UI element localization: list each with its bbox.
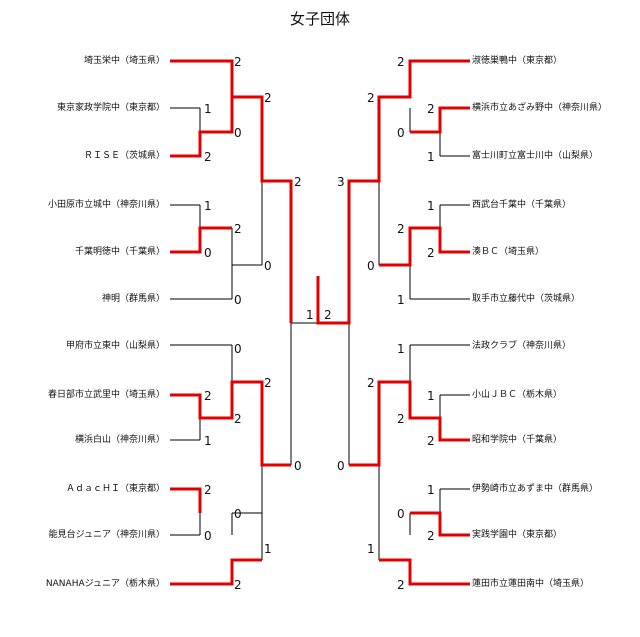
left-team-5: 千葉明徳中（千葉県） [74, 247, 165, 257]
score: 2 [397, 412, 405, 426]
score: 2 [397, 222, 405, 236]
left-team-8: 春日部市立武里中（埼玉県） [47, 390, 165, 400]
score: 1 [204, 102, 212, 116]
score: 2 [234, 55, 242, 69]
score: 2 [234, 222, 242, 236]
score: 2 [204, 150, 212, 164]
left-team-2: 東京家政学院中（東京都） [56, 103, 165, 113]
score: 1 [427, 483, 435, 497]
left-team-1: 埼玉栄中（埼玉県） [83, 56, 165, 66]
left-team-9: 横浜白山（神奈川県） [74, 435, 165, 445]
score: 1 [427, 389, 435, 403]
right-team-9: 昭和学院中（千葉県） [472, 435, 563, 445]
right-team-6: 取手市立藤代中（茨城県） [472, 294, 581, 304]
score: 2 [427, 434, 435, 448]
right-team-10: 伊勢崎市立あずま中（群馬県） [472, 484, 599, 494]
score: 0 [294, 459, 302, 473]
score: 2 [264, 376, 272, 390]
score: 0 [234, 507, 242, 521]
score: 2 [367, 91, 375, 105]
score: 1 [397, 342, 405, 356]
score: 0 [397, 126, 405, 140]
score: 1 [427, 150, 435, 164]
right-team-3: 富士川町立富士川中（山梨県） [472, 151, 599, 161]
score: 2 [427, 529, 435, 543]
score: 2 [397, 55, 405, 69]
left-team-10: ＡｄａｃＨＩ（東京都） [65, 484, 165, 494]
score: 1 [427, 199, 435, 213]
right-team-8: 小山ＪＢＣ（栃木県） [472, 390, 563, 400]
left-team-12: NANAHAジュニア（栃木県） [45, 579, 165, 589]
score: 2 [427, 246, 435, 260]
left-team-6: 神明（群馬県） [101, 294, 165, 304]
final-score-left: 1 [306, 308, 314, 322]
left-team-11: 能見台ジュニア（神奈川県） [48, 530, 165, 540]
score: 1 [204, 434, 212, 448]
left-team-3: ＲＩＳＥ（茨城県） [83, 151, 165, 161]
score: 2 [294, 175, 302, 189]
score: 0 [234, 293, 242, 307]
right-team-11: 実践学園中（東京都） [472, 530, 563, 540]
score: 2 [397, 578, 405, 592]
right-team-5: 湊ＢＣ（埼玉県） [472, 247, 545, 257]
score: 0 [367, 259, 375, 273]
right-team-1: 淑徳巣鴨中（東京都） [472, 56, 563, 66]
score: 0 [204, 529, 212, 543]
final-score-right: 2 [324, 308, 332, 322]
score: 1 [204, 199, 212, 213]
page-title: 女子団体 [289, 10, 350, 28]
score: 2 [234, 412, 242, 426]
score: 0 [337, 459, 345, 473]
score: 1 [397, 293, 405, 307]
score: 2 [204, 483, 212, 497]
score: 2 [427, 102, 435, 116]
left-team-4: 小田原市立城中（神奈川県） [47, 200, 165, 210]
right-team-4: 西武台千葉中（千葉県） [472, 200, 572, 210]
score: 2 [367, 376, 375, 390]
left-team-7: 甲府市立東中（山梨県） [65, 341, 165, 351]
score: 0 [204, 246, 212, 260]
score: 2 [264, 91, 272, 105]
score: 2 [204, 389, 212, 403]
score: 3 [337, 175, 345, 189]
score: 0 [234, 126, 242, 140]
score: 1 [367, 542, 375, 556]
right-team-2: 横浜市立あざみ野中（神奈川県） [472, 103, 608, 113]
score: 0 [397, 507, 405, 521]
score: 0 [264, 259, 272, 273]
right-team-7: 法政クラブ（神奈川県） [472, 341, 572, 351]
right-team-12: 蓮田市立蓮田南中（埼玉県） [472, 579, 590, 589]
score: 1 [264, 542, 272, 556]
score: 2 [234, 578, 242, 592]
score: 0 [234, 342, 242, 356]
